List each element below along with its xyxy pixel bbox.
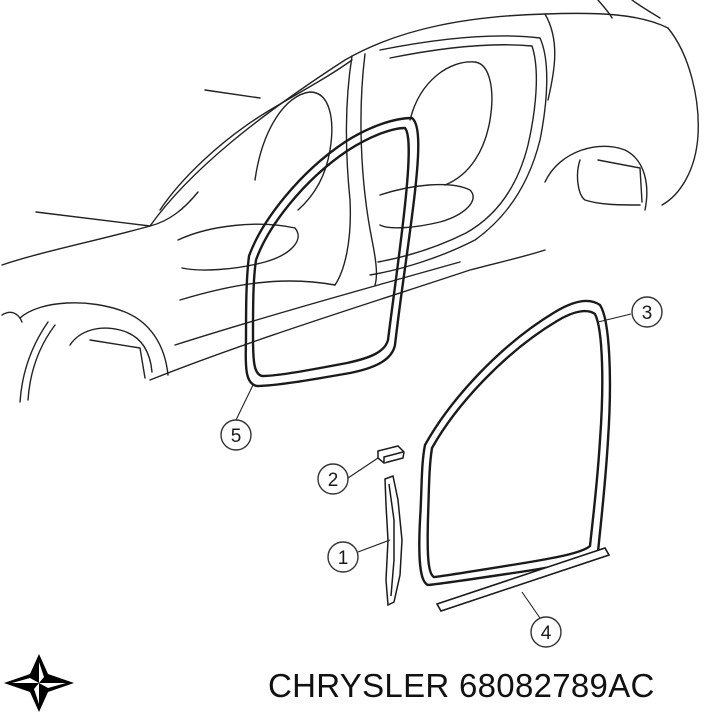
part-4-lower-seal (435, 547, 611, 612)
part-3-door-weatherstrip (418, 299, 612, 587)
callout-2: 2 (317, 463, 349, 495)
brand-name: CHRYSLER (268, 667, 450, 704)
callout-4: 4 (530, 616, 562, 648)
callout-1-label: 1 (338, 548, 349, 569)
callout-3-label: 3 (642, 303, 653, 324)
callout-3: 3 (631, 296, 663, 328)
part-5-body-weatherstrip (244, 116, 420, 388)
callout-1: 1 (327, 541, 359, 573)
callout-5: 5 (220, 419, 252, 451)
part-2-clip (377, 445, 405, 464)
callout-4-label: 4 (541, 623, 552, 644)
leader-lines (235, 313, 632, 622)
callout-2-label: 2 (328, 470, 339, 491)
car-body (1, 0, 699, 403)
chrysler-star-icon (4, 654, 74, 712)
part-caption: CHRYSLER 68082789AC (268, 664, 716, 708)
callout-5-label: 5 (231, 426, 242, 447)
part-number: 68082789AC (458, 667, 655, 704)
part-1-pillar-seal (384, 474, 403, 607)
